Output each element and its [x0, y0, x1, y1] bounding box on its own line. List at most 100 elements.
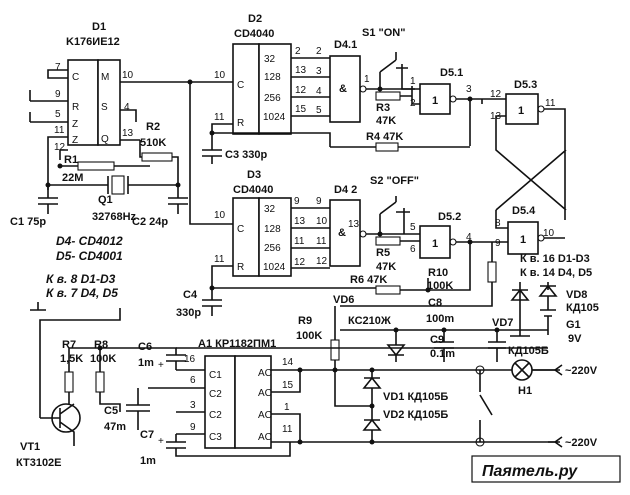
svg-text:4: 4 [316, 86, 322, 97]
r2-resistor [141, 152, 173, 162]
r9-value: 100K [296, 330, 322, 342]
q1-ref: Q1 [98, 194, 113, 206]
svg-text:C: C [237, 224, 244, 235]
c7-ref: C7 [140, 429, 154, 441]
r3-ref: R3 [376, 102, 390, 114]
c5-ref: C5 [104, 405, 118, 417]
svg-text:12: 12 [54, 142, 66, 153]
d41-sym: & [339, 83, 347, 95]
d2-right-section [258, 43, 292, 135]
r8-value: 100K [90, 353, 116, 365]
r10-value: 100K [427, 280, 453, 292]
vd8-type: КД105 [566, 302, 599, 314]
svg-text:13: 13 [294, 216, 306, 227]
svg-text:10: 10 [122, 70, 134, 81]
c8-ref: C8 [428, 297, 442, 309]
svg-text:R: R [237, 118, 244, 129]
c9-value: 0.1m [430, 348, 455, 360]
svg-text:5: 5 [316, 105, 322, 116]
svg-text:+: + [158, 360, 164, 371]
watermark: Паятель.ру [482, 463, 578, 480]
svg-text:13: 13 [348, 219, 360, 230]
svg-text:7: 7 [55, 62, 61, 73]
svg-text:256: 256 [264, 93, 281, 104]
d42-ref: D4 2 [334, 184, 357, 196]
svg-text:12: 12 [490, 89, 502, 100]
r6-label: R6 47K [350, 274, 387, 286]
s1-label: S1 "ON" [362, 27, 405, 39]
svg-text:9: 9 [294, 196, 300, 207]
a1-left-section [204, 355, 236, 449]
svg-text:10: 10 [214, 70, 226, 81]
svg-text:C2: C2 [209, 389, 222, 400]
watermark-box [471, 455, 621, 483]
svg-text:10: 10 [543, 228, 555, 239]
svg-text:9: 9 [55, 89, 61, 100]
r5-value: 47K [376, 261, 396, 273]
d1-left-section [67, 59, 99, 146]
d51-gate [419, 83, 451, 115]
svg-text:5: 5 [55, 109, 61, 120]
svg-text:32: 32 [264, 204, 276, 215]
svg-text:12: 12 [294, 257, 306, 268]
a1-right-section [234, 355, 272, 449]
d1-ref: D1 [92, 21, 106, 33]
g1-ref: G1 [566, 319, 581, 331]
svg-text:13: 13 [122, 128, 134, 139]
svg-text:AC: AC [258, 388, 272, 399]
d2-type: CD4040 [234, 28, 274, 40]
d2-ref: D2 [248, 13, 262, 25]
r7-resistor [64, 371, 74, 393]
d1-right-section [97, 59, 121, 146]
svg-text:11: 11 [282, 424, 293, 435]
c1-label: C1 75p [10, 216, 46, 228]
svg-text:M: M [101, 72, 109, 83]
vd7-ref: VD7 [492, 317, 513, 329]
r3-resistor [375, 91, 401, 101]
svg-text:2: 2 [295, 46, 301, 57]
r8-resistor [95, 371, 105, 393]
svg-text:+: + [158, 436, 164, 447]
svg-text:6: 6 [410, 244, 416, 255]
svg-text:9: 9 [495, 238, 501, 249]
r4-resistor [375, 142, 399, 152]
d41-ref: D4.1 [334, 39, 357, 51]
svg-text:3: 3 [190, 400, 196, 411]
q1-crystal [111, 175, 125, 195]
d54-gate [507, 221, 539, 255]
svg-text:9: 9 [316, 196, 322, 207]
svg-text:128: 128 [264, 72, 281, 83]
note-right-2: К в. 14 D4, D5 [520, 267, 592, 279]
r10-resistor [487, 261, 497, 283]
svg-text:R: R [72, 102, 79, 113]
note-right-1: К в. 16 D1-D3 [520, 253, 590, 265]
d51-ref: D5.1 [440, 67, 463, 79]
svg-text:256: 256 [264, 243, 281, 254]
d3-ref: D3 [247, 169, 261, 181]
svg-text:13: 13 [295, 65, 307, 76]
svg-text:1: 1 [364, 74, 370, 85]
d2-chip: D2 CD4040 C R 32 128 256 1024 10 11 2 13… [214, 13, 307, 135]
svg-text:AC: AC [258, 368, 272, 379]
c5-value: 47m [104, 421, 126, 433]
d1-type: K176ИЕ12 [66, 36, 120, 48]
svg-text:1: 1 [284, 402, 290, 413]
svg-text:11: 11 [214, 254, 225, 265]
c4-value: 330p [176, 307, 201, 319]
r3-value: 47K [376, 115, 396, 127]
svg-text:16: 16 [184, 354, 196, 365]
svg-text:1: 1 [410, 76, 416, 87]
svg-text:Z: Z [72, 119, 78, 130]
c4-ref: C4 [183, 289, 198, 301]
d3-right-section [258, 197, 292, 277]
r6-resistor [375, 285, 401, 295]
vt1-type: КТ3102Е [16, 457, 62, 469]
r1-value: 22M [62, 172, 83, 184]
svg-text:15: 15 [282, 380, 294, 391]
d54-ref: D5.4 [512, 205, 536, 217]
vt1-ref: VT1 [20, 441, 40, 453]
vd6-ref: VD6 [333, 294, 354, 306]
svg-text:5: 5 [410, 222, 416, 233]
svg-text:3: 3 [316, 66, 322, 77]
